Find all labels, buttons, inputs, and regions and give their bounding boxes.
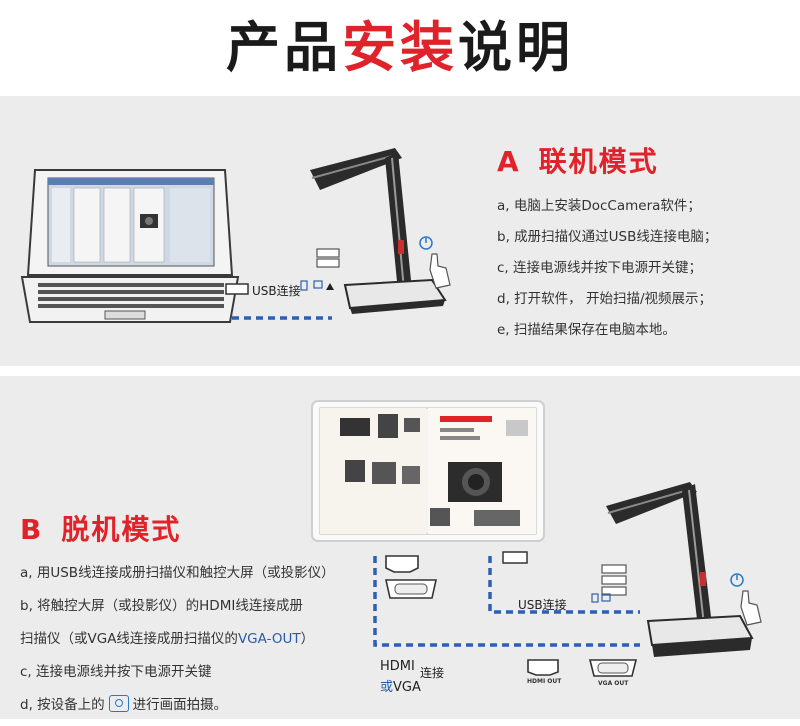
- camera-icon[interactable]: [108, 695, 129, 712]
- scanner-illustration-b: [606, 482, 754, 657]
- step-a-1: a, 电脑上安装DocCamera软件；: [497, 198, 701, 214]
- scanner-illustration-a: [310, 148, 447, 314]
- step-a-4: d, 打开软件， 开始扫描/视频展示；: [497, 291, 712, 307]
- step-b-2-cont: 扫描仪（或VGA线连接成册扫描仪的VGA-OUT）: [20, 631, 315, 647]
- section-b-steps: a, 用USB线连接成册扫描仪和触控大屏（或投影仪） b, 将触控大屏（或投影仪…: [20, 561, 335, 726]
- laptop-illustration: [20, 169, 240, 323]
- hand-pointer-icon: [429, 253, 451, 289]
- step-a-2: b, 成册扫描仪通过USB线连接电脑；: [497, 229, 718, 245]
- or-vga-label: 或VGA: [380, 680, 421, 695]
- section-b-usb-label: USB连接: [518, 598, 567, 612]
- section-a-usb-label: USB连接: [252, 284, 301, 298]
- hdmi-out-label: HDMI OUT: [527, 678, 562, 685]
- step-b-4: d, 按设备上的进行画面拍摄。: [20, 695, 228, 713]
- vga-out-label: VGA OUT: [598, 680, 629, 687]
- power-icon: [419, 236, 433, 250]
- connect-label: 连接: [420, 666, 445, 680]
- step-b-3: c, 连接电源线并按下电源开关键: [20, 664, 212, 680]
- section-a-steps: a, 电脑上安装DocCamera软件； b, 成册扫描仪通过USB线连接电脑；…: [497, 194, 717, 349]
- step-b-1: a, 用USB线连接成册扫描仪和触控大屏（或投影仪）: [20, 565, 335, 581]
- step-a-5: e, 扫描结果保存在电脑本地。: [497, 322, 676, 338]
- step-a-3: c, 连接电源线并按下电源开关键；: [497, 260, 703, 276]
- hdmi-label: HDMI: [380, 659, 415, 674]
- touch-screen-illustration: [311, 400, 545, 542]
- page-title: 产品安装说明: [226, 16, 574, 79]
- hdmi-port-icon: [385, 555, 419, 573]
- step-b-2: b, 将触控大屏（或投影仪）的HDMI线连接成册: [20, 598, 303, 614]
